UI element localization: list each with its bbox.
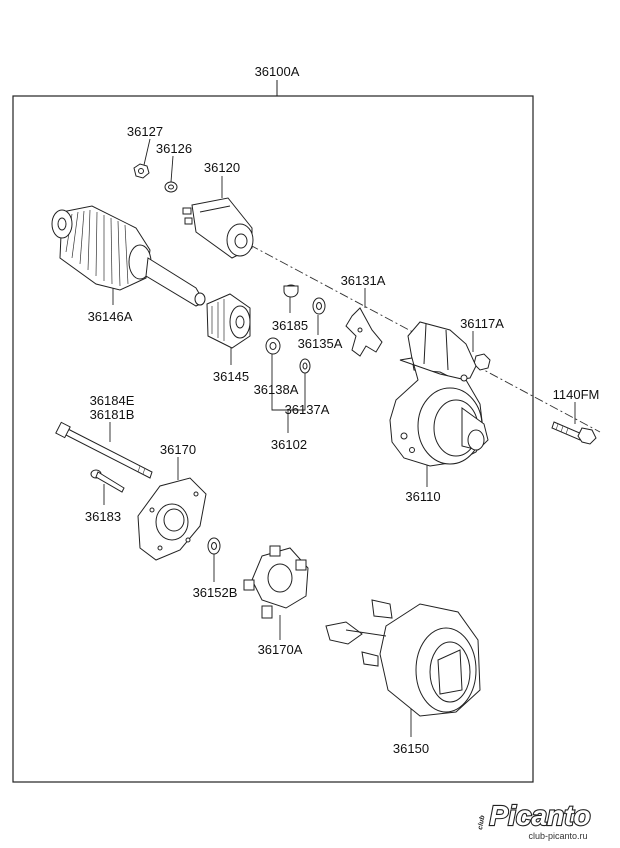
label-36137A: 36137A [285, 402, 330, 417]
solenoid-36120 [182, 197, 254, 259]
label-36138A: 36138A [254, 382, 299, 397]
washer-36138A [265, 337, 281, 355]
brush-holder-36170A [243, 545, 309, 619]
label-36145: 36145 [213, 369, 249, 384]
assembly-label: 36100A [255, 64, 300, 79]
label-36170A: 36170A [258, 642, 303, 657]
label-36184E: 36184E [90, 393, 135, 408]
washer-36126 [164, 181, 178, 193]
label-36120: 36120 [204, 160, 240, 175]
through-bolt-36181B [55, 421, 153, 479]
washer-36137A [299, 358, 311, 374]
label-36146A: 36146A [88, 309, 133, 324]
label-36170: 36170 [160, 442, 196, 457]
pinion-36145 [206, 293, 251, 349]
lever-36131A [345, 307, 383, 357]
washer-36152B [207, 537, 221, 555]
watermark: Picanto club club-picanto.ru [477, 799, 592, 841]
armature-36146A [51, 205, 206, 307]
watermark-brand: Picanto [489, 800, 590, 831]
label-36150: 36150 [393, 741, 429, 756]
label-36183: 36183 [85, 509, 121, 524]
bolt-1140FM [551, 421, 597, 445]
washer-36135A [312, 297, 326, 315]
label-36127: 36127 [127, 124, 163, 139]
label-1140FM: 1140FM [553, 387, 600, 402]
plunger-36185 [283, 284, 299, 298]
bracket-36170 [137, 477, 207, 561]
label-36135A: 36135A [298, 336, 343, 351]
leader-lines [103, 138, 576, 737]
label-36117A: 36117A [460, 316, 504, 331]
yoke-36150 [325, 599, 481, 717]
assembly-frame [12, 95, 534, 783]
axis-line [249, 244, 601, 433]
housing-36110 [389, 321, 489, 467]
label-36110: 36110 [405, 489, 440, 504]
label-36181B: 36181B [90, 407, 135, 422]
label-36185: 36185 [272, 318, 308, 333]
nut-36127 [133, 163, 150, 179]
watermark-url: club-picanto.ru [528, 831, 587, 841]
screw-36183 [90, 469, 125, 493]
label-36131A: 36131A [341, 273, 386, 288]
label-36102: 36102 [271, 437, 307, 452]
watermark-prefix: club [477, 814, 487, 830]
part-labels: 36127 36126 36120 36146A 36185 36131A 36… [85, 124, 599, 756]
label-36152B: 36152B [193, 585, 238, 600]
label-36126: 36126 [156, 141, 192, 156]
